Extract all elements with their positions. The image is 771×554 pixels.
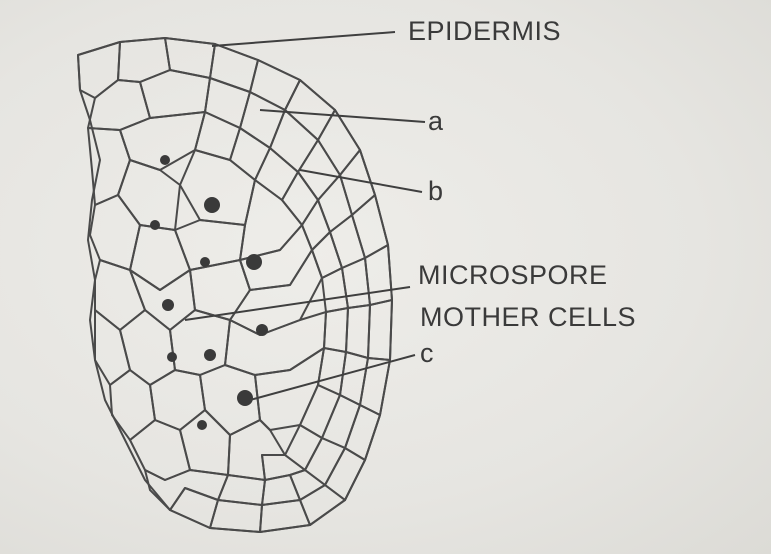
label-microspore-line1: MICROSPORE [418, 262, 608, 289]
leader-c [250, 355, 415, 400]
label-c: c [420, 340, 434, 367]
microspore-mother-cells [88, 112, 326, 510]
label-b: b [428, 178, 444, 205]
leader-b [300, 170, 422, 192]
label-epidermis: EPIDERMIS [408, 18, 561, 45]
label-microspore-line2: MOTHER CELLS [420, 304, 636, 331]
cell-nuclei [150, 155, 268, 430]
leader-epidermis [212, 32, 395, 46]
leader-lines [185, 32, 425, 400]
label-a: a [428, 108, 444, 135]
